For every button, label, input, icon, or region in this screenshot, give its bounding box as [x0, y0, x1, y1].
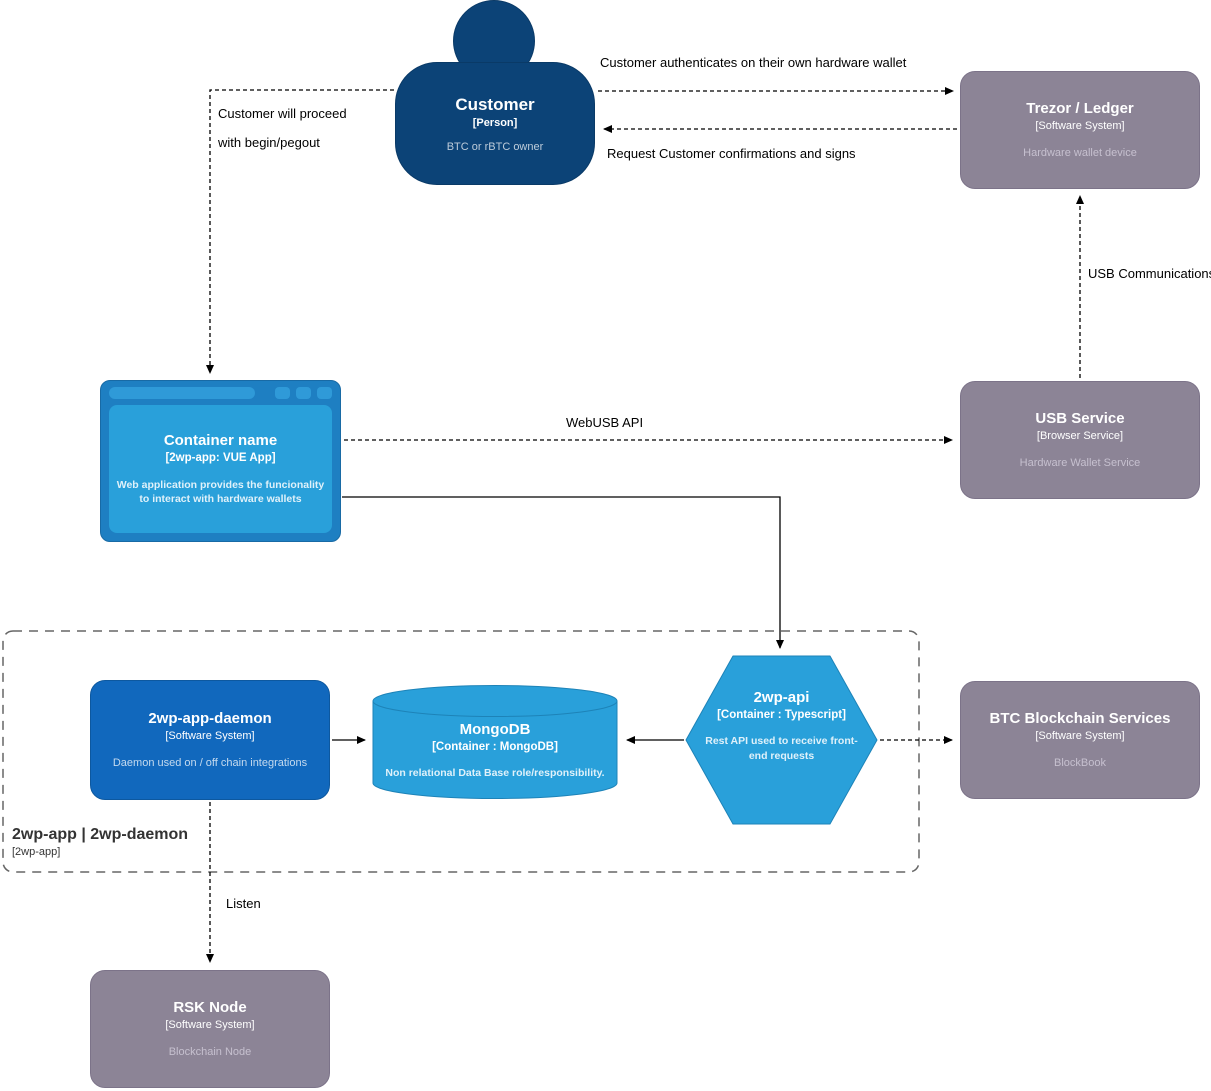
- hexagon-content: 2wp-api [Container : Typescript] Rest AP…: [685, 655, 878, 797]
- hexagon-icon: [685, 655, 878, 825]
- node-usb-service: USB Service [Browser Service] Hardware W…: [960, 381, 1200, 499]
- node-desc: Web application provides the funcionalit…: [116, 478, 325, 505]
- node-customer-body: Customer [Person] BTC or rBTC owner: [395, 62, 595, 185]
- node-btc-blockchain-services: BTC Blockchain Services [Software System…: [960, 681, 1200, 799]
- edge-label-proceed-1: Customer will proceed: [218, 106, 347, 121]
- node-title: RSK Node: [173, 998, 247, 1016]
- node-desc: Blockchain Node: [168, 1045, 252, 1058]
- node-container-name: Container name [2wp-app: VUE App] Web ap…: [100, 380, 341, 542]
- node-desc: Hardware Wallet Service: [1019, 456, 1141, 469]
- node-2wp-api: 2wp-api [Container : Typescript] Rest AP…: [685, 655, 878, 825]
- node-desc: Non relational Data Base role/responsibi…: [385, 766, 605, 779]
- node-meta: [Software System]: [165, 1018, 255, 1031]
- node-meta: [Container : MongoDB]: [432, 740, 558, 753]
- node-2wp-app-daemon: 2wp-app-daemon [Software System] Daemon …: [90, 680, 330, 800]
- edge-label-confirmations: Request Customer confirmations and signs: [607, 146, 856, 161]
- node-title: Container name: [163, 431, 278, 449]
- edge-label-usb-comm: USB Communications: [1088, 266, 1211, 281]
- node-meta: [Container : Typescript]: [717, 709, 846, 722]
- boundary-meta: [2wp-app]: [12, 846, 61, 858]
- node-rsk-node: RSK Node [Software System] Blockchain No…: [90, 970, 330, 1088]
- node-title: USB Service: [1035, 409, 1125, 427]
- node-desc: Rest API used to receive front-end reque…: [705, 735, 858, 762]
- node-customer: Customer [Person] BTC or rBTC owner: [395, 0, 595, 185]
- node-trezor-ledger: Trezor / Ledger [Software System] Hardwa…: [960, 71, 1200, 189]
- browser-button-icon: [317, 387, 332, 399]
- node-desc: BTC or rBTC owner: [446, 140, 544, 153]
- cylinder-icon: [372, 685, 618, 799]
- node-meta: [Browser Service]: [1036, 429, 1124, 442]
- node-meta: [2wp-app: VUE App]: [165, 451, 276, 464]
- edge-label-authenticate: Customer authenticates on their own hard…: [600, 55, 907, 70]
- node-title: 2wp-app-daemon: [148, 709, 272, 727]
- node-meta: [Software System]: [1035, 729, 1125, 742]
- edge-label-webusb: WebUSB API: [566, 415, 644, 430]
- edge-customer-to-webapp: [206, 89, 394, 374]
- boundary-label: 2wp-app | 2wp-daemon [2wp-app]: [12, 826, 188, 858]
- node-title: MongoDB: [459, 720, 531, 738]
- node-desc: Hardware wallet device: [1023, 146, 1137, 159]
- node-title: 2wp-api: [753, 689, 810, 707]
- browser-titlebar: [101, 381, 340, 405]
- browser-content: Container name [2wp-app: VUE App] Web ap…: [109, 405, 332, 533]
- cylinder-content: MongoDB [Container : MongoDB] Non relati…: [372, 711, 618, 790]
- browser-button-icon: [296, 387, 311, 399]
- edge-webapp-to-api: [342, 496, 784, 649]
- node-title: Customer: [455, 94, 535, 114]
- edge-label-proceed-2: with begin/pegout: [218, 135, 320, 150]
- browser-address-bar: [109, 387, 255, 399]
- boundary-title: 2wp-app | 2wp-daemon: [12, 826, 189, 843]
- node-meta: [Software System]: [1035, 119, 1125, 132]
- node-mongodb: MongoDB [Container : MongoDB] Non relati…: [372, 685, 618, 800]
- node-desc: Daemon used on / off chain integrations: [112, 756, 308, 769]
- node-meta: [Software System]: [165, 729, 255, 742]
- edge-label-listen: Listen: [226, 896, 261, 911]
- node-title: Trezor / Ledger: [1026, 99, 1134, 117]
- node-meta: [Person]: [472, 116, 518, 129]
- node-title: BTC Blockchain Services: [989, 709, 1171, 727]
- node-desc: BlockBook: [1054, 756, 1106, 769]
- browser-button-icon: [275, 387, 290, 399]
